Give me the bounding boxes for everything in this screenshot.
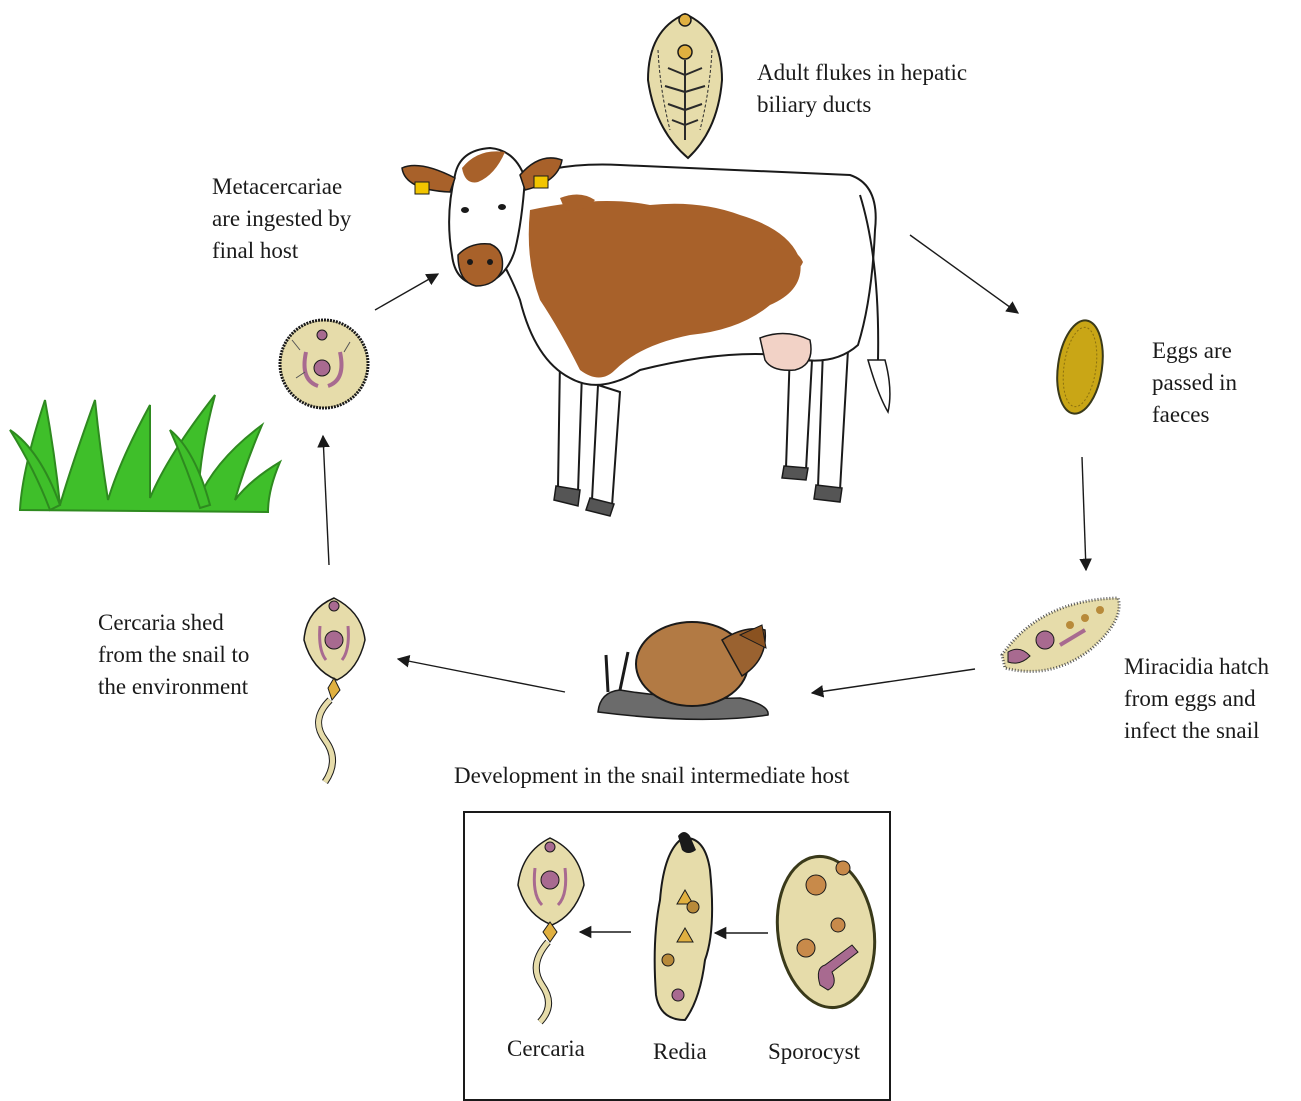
label-cercaria-shed-line-2: from the snail to (98, 639, 249, 671)
label-metacercariae-line-3: final host (212, 235, 351, 267)
label-stage-redia: Redia (653, 1036, 707, 1068)
arrow-cow-to-eggs (910, 235, 1018, 313)
label-miracidia-line-1: Miracidia hatch (1124, 651, 1269, 683)
label-metacercariae: Metacercariae are ingested by final host (212, 171, 351, 267)
label-miracidia-line-3: infect the snail (1124, 715, 1269, 747)
arrow-miracidia-to-snail (812, 669, 975, 693)
label-cercaria-shed: Cercaria shed from the snail to the envi… (98, 607, 249, 703)
label-adult-line-2: biliary ducts (757, 89, 967, 121)
label-eggs-line-1: Eggs are (1152, 335, 1237, 367)
label-eggs-line-3: faeces (1152, 399, 1237, 431)
label-cercaria-shed-line-1: Cercaria shed (98, 607, 249, 639)
metacercaria-icon (280, 320, 368, 408)
label-metacercariae-line-2: are ingested by (212, 203, 351, 235)
arrow-metacercaria-to-cow (375, 274, 438, 310)
label-development: Development in the snail intermediate ho… (454, 760, 849, 792)
label-stage-sporocyst: Sporocyst (768, 1036, 860, 1068)
arrow-eggs-to-miracidia (1082, 457, 1086, 570)
cercaria-icon (304, 598, 365, 782)
adult-fluke-icon (648, 14, 722, 158)
snail-icon (598, 622, 768, 719)
miracidium-icon (1002, 598, 1119, 671)
arrow-snail-to-cercaria (398, 659, 565, 692)
label-metacercariae-line-1: Metacercariae (212, 171, 351, 203)
egg-icon (1052, 317, 1109, 416)
label-stage-cercaria: Cercaria (507, 1033, 585, 1065)
grass-icon (10, 395, 280, 512)
cow-icon (402, 148, 890, 516)
arrow-cercaria-to-metacercaria (323, 436, 329, 565)
label-adult-flukes: Adult flukes in hepatic biliary ducts (757, 57, 967, 121)
label-eggs: Eggs are passed in faeces (1152, 335, 1237, 431)
label-miracidia: Miracidia hatch from eggs and infect the… (1124, 651, 1269, 747)
label-cercaria-shed-line-3: the environment (98, 671, 249, 703)
label-miracidia-line-2: from eggs and (1124, 683, 1269, 715)
label-adult-line-1: Adult flukes in hepatic (757, 57, 967, 89)
label-eggs-line-2: passed in (1152, 367, 1237, 399)
